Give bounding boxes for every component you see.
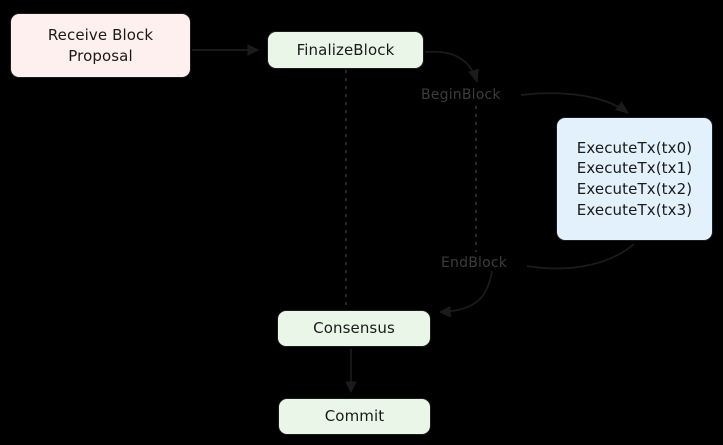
node-finalize-block[interactable]: FinalizeBlock (267, 31, 424, 69)
node-finalize-block-label: FinalizeBlock (296, 40, 395, 59)
node-execute-tx-line-3: ExecuteTx(tx3) (576, 200, 693, 219)
node-execute-tx-line-1: ExecuteTx(tx1) (576, 159, 693, 178)
node-receive-block-proposal-label: Receive Block Proposal (47, 25, 154, 65)
edge-endblock-to-consensus (438, 270, 493, 318)
node-execute-tx-line-0: ExecuteTx(tx0) (576, 138, 693, 157)
edge-finalize-to-beginblock (424, 50, 479, 84)
node-commit-label: Commit (324, 407, 385, 426)
edge-executetx-to-endblock (526, 243, 635, 270)
edge-label-endblock: EndBlock (441, 255, 508, 271)
node-execute-tx[interactable]: ExecuteTx(tx0) ExecuteTx(tx1) ExecuteTx(… (556, 117, 713, 241)
node-consensus-label: Consensus (313, 319, 395, 338)
node-receive-block-proposal[interactable]: Receive Block Proposal (10, 13, 191, 78)
edge-beginblock-to-executetx (520, 92, 630, 114)
edge-label-beginblock: BeginBlock (421, 87, 501, 103)
node-execute-tx-line-2: ExecuteTx(tx2) (576, 180, 693, 198)
node-commit[interactable]: Commit (278, 398, 431, 435)
node-consensus[interactable]: Consensus (277, 310, 431, 347)
